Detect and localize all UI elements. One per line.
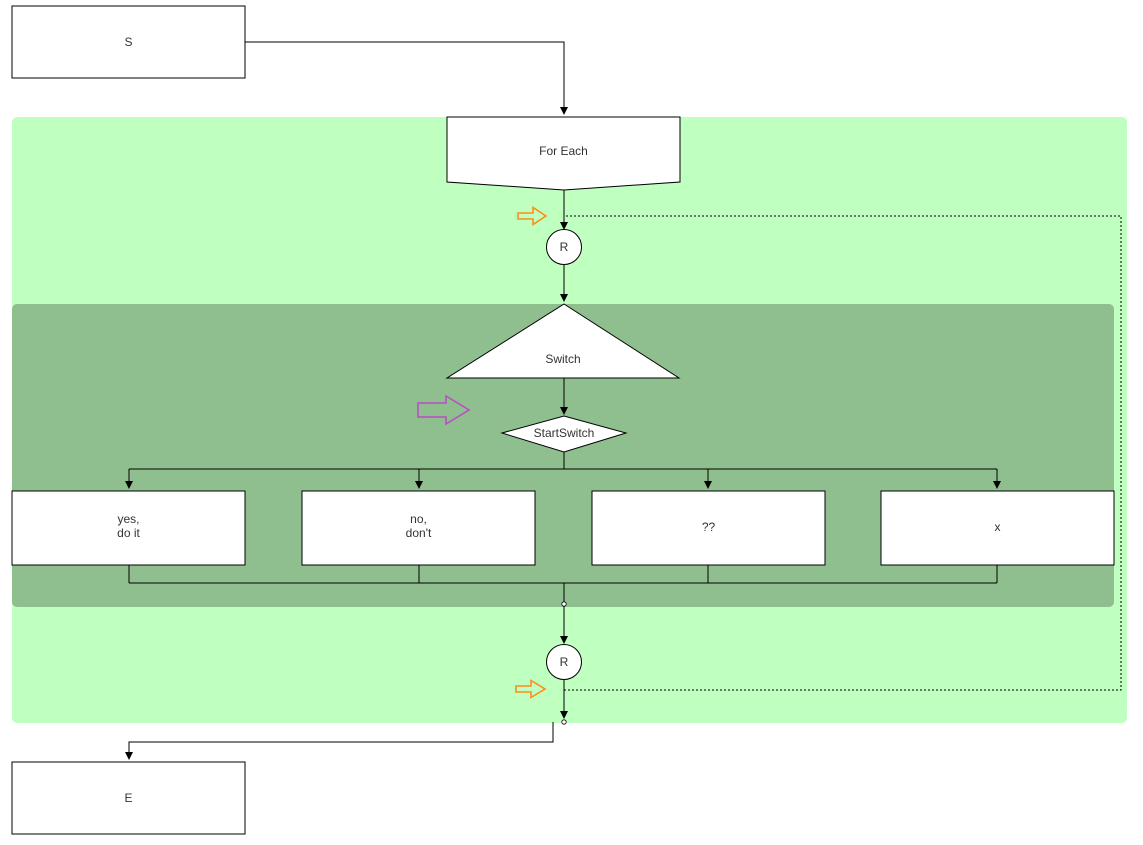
case-yes-label-line1: yes, [117, 512, 139, 526]
case-no-label-line2: don't [406, 526, 432, 540]
repeat-node-bottom-label: R [560, 655, 569, 669]
case-yes-label-line2: do it [117, 526, 140, 540]
loop-exit-arrow-icon [515, 679, 547, 699]
for-each-node-label: For Each [539, 144, 588, 158]
repeat-node-top-label: R [560, 240, 569, 254]
start-switch-node-label: StartSwitch [534, 426, 595, 440]
end-node-label: E [124, 791, 132, 805]
case-no-node[interactable]: no, don't [301, 490, 536, 566]
connectors [125, 41, 1001, 760]
end-node[interactable]: E [11, 761, 246, 835]
start-node[interactable]: S [11, 5, 246, 79]
loop-entry-arrow-icon [517, 206, 548, 226]
junction-dot [561, 601, 567, 607]
switch-node-label: Switch [545, 352, 580, 366]
switch-entry-arrow-icon [417, 394, 471, 426]
edge-start-to-foreach [245, 41, 568, 115]
case-x-node[interactable]: x [880, 490, 1115, 566]
case-no-label-line1: no, [410, 512, 427, 526]
start-switch-node[interactable]: StartSwitch [500, 415, 628, 453]
for-each-node[interactable]: For Each [446, 116, 681, 191]
start-node-label: S [124, 35, 132, 49]
case-yes-node[interactable]: yes, do it [11, 490, 246, 566]
case-x-label: x [995, 520, 1001, 534]
repeat-node-top[interactable]: R [546, 229, 582, 265]
switch-group [12, 304, 1114, 607]
loop-back-line [564, 215, 1122, 691]
junction-dot [561, 719, 567, 725]
case-unknown-node[interactable]: ?? [591, 490, 826, 566]
case-unknown-label: ?? [702, 520, 716, 534]
switch-node[interactable]: Switch [445, 303, 681, 379]
edge-exit-to-end [125, 722, 554, 760]
repeat-node-bottom[interactable]: R [546, 644, 582, 680]
